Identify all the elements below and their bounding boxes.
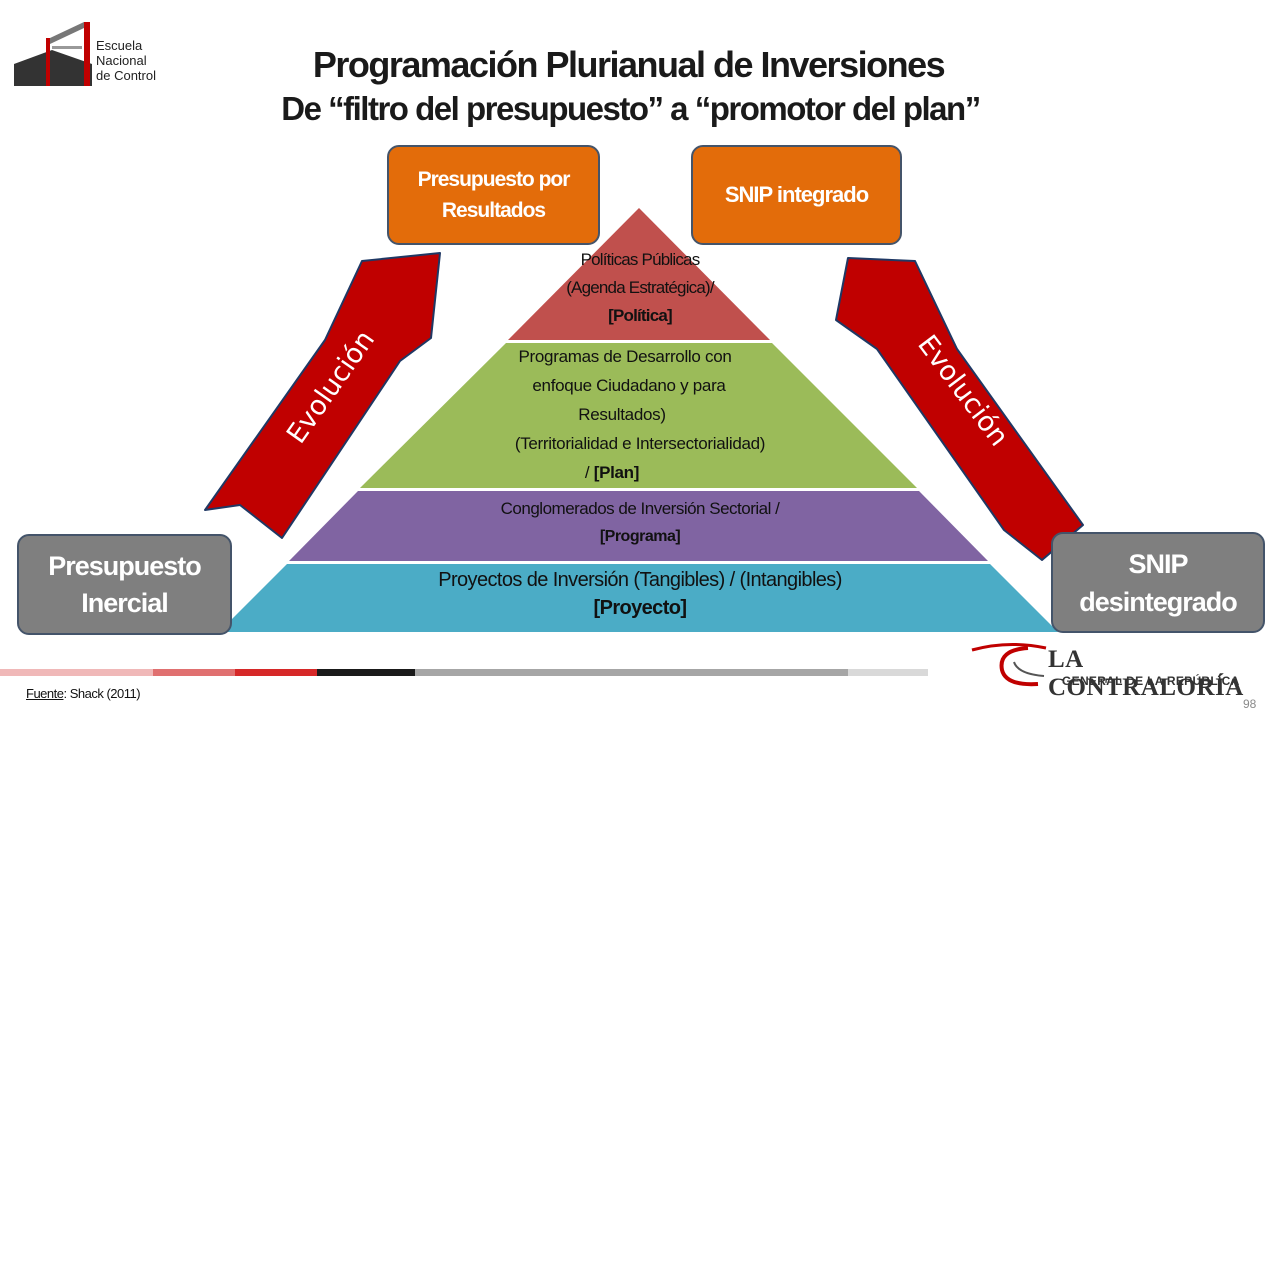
level-plan-line-2: enfoque Ciudadano y para	[532, 376, 726, 395]
box-snip-desintegrado-line-1: SNIP	[1128, 548, 1188, 579]
school-logo-icon	[14, 22, 92, 86]
level-plan-line-4: (Territorialidad e Intersectorialidad)	[514, 434, 766, 453]
school-logo: Escuela Nacional de Control	[12, 20, 162, 90]
level-politica-text: Políticas Públicas (Agenda Estratégica)/…	[470, 246, 810, 330]
logo-line-2: Nacional	[96, 53, 147, 68]
box-presupuesto-inercial: Presupuesto Inercial	[17, 534, 232, 635]
source-note: Fuente: Shack (2011)	[26, 686, 141, 701]
level-programa-line-1: Conglomerados de Inversión Sectorial /	[500, 499, 780, 518]
box-snip-desintegrado-line-2: desintegrado	[1079, 586, 1238, 617]
level-programa-text: Conglomerados de Inversión Sectorial / […	[400, 495, 880, 551]
contraloria-logo	[968, 640, 1258, 690]
pyramid-diagram: Evolución Evolución	[204, 208, 1084, 632]
box-snip-desintegrado: SNIP desintegrado	[1051, 532, 1265, 633]
level-proyecto-line-1: Proyectos de Inversión (Tangibles) / (In…	[438, 569, 842, 591]
box-presupuesto-resultados-line-1: Presupuesto por	[417, 168, 571, 191]
level-plan-line-5-prefix: /	[584, 463, 594, 482]
source-label: Fuente	[26, 686, 64, 701]
level-proyecto-line-2: [Proyecto]	[593, 597, 688, 619]
level-politica-line-1: Políticas Públicas	[580, 250, 701, 269]
pyramid-level-plan	[360, 343, 917, 488]
right-evolution-arrow	[835, 257, 1084, 561]
contraloria-emblem-icon	[971, 642, 1047, 687]
level-politica-line-3: [Política]	[608, 306, 673, 325]
level-plan-line-3: Resultados)	[578, 405, 666, 424]
box-presupuesto-resultados: Presupuesto por Resultados	[387, 145, 600, 245]
level-plan-line-5-bold: [Plan]	[593, 463, 640, 482]
school-logo-text: Escuela Nacional de Control	[96, 38, 156, 83]
box-snip-integrado: SNIP integrado	[691, 145, 902, 245]
page-number: 98	[1243, 697, 1257, 711]
box-presupuesto-resultados-line-2: Resultados	[441, 199, 546, 222]
level-programa-line-2: [Programa]	[599, 528, 681, 545]
source-text: : Shack (2011)	[63, 686, 141, 701]
pyramid-level-politica	[508, 208, 770, 340]
brand-name: LA CONTRALORÍA	[1048, 646, 1244, 701]
page-subtitle: De “filtro del presupuesto” a “promotor …	[281, 90, 981, 127]
page-title: Programación Plurianual de Inversiones	[312, 44, 946, 85]
logo-line-3: de Control	[96, 68, 156, 83]
logo-line-1: Escuela	[96, 38, 143, 53]
level-plan-line-5: / [Plan]	[364, 458, 860, 487]
left-evolution-arrow	[204, 252, 441, 539]
level-plan-text: Programas de Desarrollo con enfoque Ciud…	[420, 342, 860, 487]
footer-color-bar	[0, 669, 928, 676]
box-presupuesto-inercial-line-2: Inercial	[81, 587, 169, 618]
pyramid-level-programa	[289, 491, 988, 561]
level-plan-line-1: Programas de Desarrollo con	[518, 347, 732, 366]
box-snip-integrado-label: SNIP integrado	[724, 182, 869, 207]
brand-subname: GENERAL DE LA REPÚBLICA	[1062, 674, 1240, 688]
level-proyecto-text: Proyectos de Inversión (Tangibles) / (In…	[330, 566, 950, 622]
box-presupuesto-inercial-line-1: Presupuesto	[48, 550, 202, 581]
level-politica-line-2: (Agenda Estratégica)/	[566, 278, 714, 297]
pyramid-level-proyecto	[219, 564, 1058, 632]
